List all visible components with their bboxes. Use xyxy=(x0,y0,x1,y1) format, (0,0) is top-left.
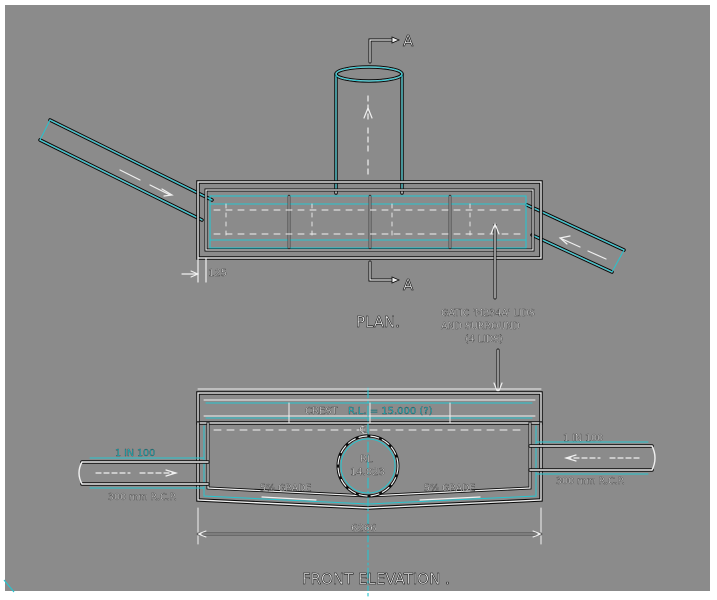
centre-line-mark: ℄ xyxy=(359,423,368,437)
overall-length-dimension xyxy=(196,507,543,545)
pipe-slope-left-label: 1 IN 100 xyxy=(115,448,155,459)
lid-leader xyxy=(490,222,503,395)
elevation-pipe-left xyxy=(78,457,210,489)
plan-pipe-left xyxy=(38,118,214,222)
crest-rl-label: R.L. = 15.000 (?) xyxy=(348,406,433,417)
outlet-rl-value: 14.023 xyxy=(350,467,385,478)
outlet-pipe-section xyxy=(336,434,400,498)
plan-title: PLAN. xyxy=(356,313,400,331)
lid-note-line-3: (4 LIDS) xyxy=(465,334,503,345)
grade-left-label: 5% GRADE xyxy=(260,483,312,494)
pipe-right-label: 300 mm R.C.P. xyxy=(556,476,625,487)
grade-right-label: 5% GRADE xyxy=(424,483,476,494)
plan-pipe-right xyxy=(525,203,626,274)
corner-mark xyxy=(3,579,15,593)
section-marker-top-label: A xyxy=(403,32,414,50)
plan-view: A A xyxy=(38,32,626,395)
pipe-slope-right-label: 1 IN 100 xyxy=(563,433,603,444)
section-marker-bottom xyxy=(368,260,401,284)
lid-note-line-2: AND SURROUND xyxy=(441,321,520,332)
sheet-border xyxy=(3,3,712,593)
plan-wall-dimension xyxy=(181,257,207,283)
elevation-title: FRONT ELEVATION . xyxy=(302,570,450,588)
outlet-rl-label: RL xyxy=(360,454,373,465)
overall-length-label: 6266 xyxy=(351,523,376,534)
elevation-top-slab xyxy=(196,391,543,425)
front-elevation: ℄ RL 14.023 xyxy=(78,387,656,599)
plan-wall-thickness-label: 125 xyxy=(208,268,227,279)
grade-arrow-right xyxy=(419,496,481,501)
section-marker-bottom-label: A xyxy=(403,276,414,294)
plan-pit xyxy=(196,180,543,260)
lid-note-line-1: GATIC 'M234A' LIDS xyxy=(441,308,535,319)
crest-label: CREST xyxy=(305,406,339,417)
pipe-left-label: 300 mm R.C.P. xyxy=(108,492,177,503)
elevation-pipe-right xyxy=(528,441,656,475)
plan-pipe-top xyxy=(334,65,404,195)
section-marker-top xyxy=(368,36,401,64)
grade-arrow-left xyxy=(261,496,317,501)
